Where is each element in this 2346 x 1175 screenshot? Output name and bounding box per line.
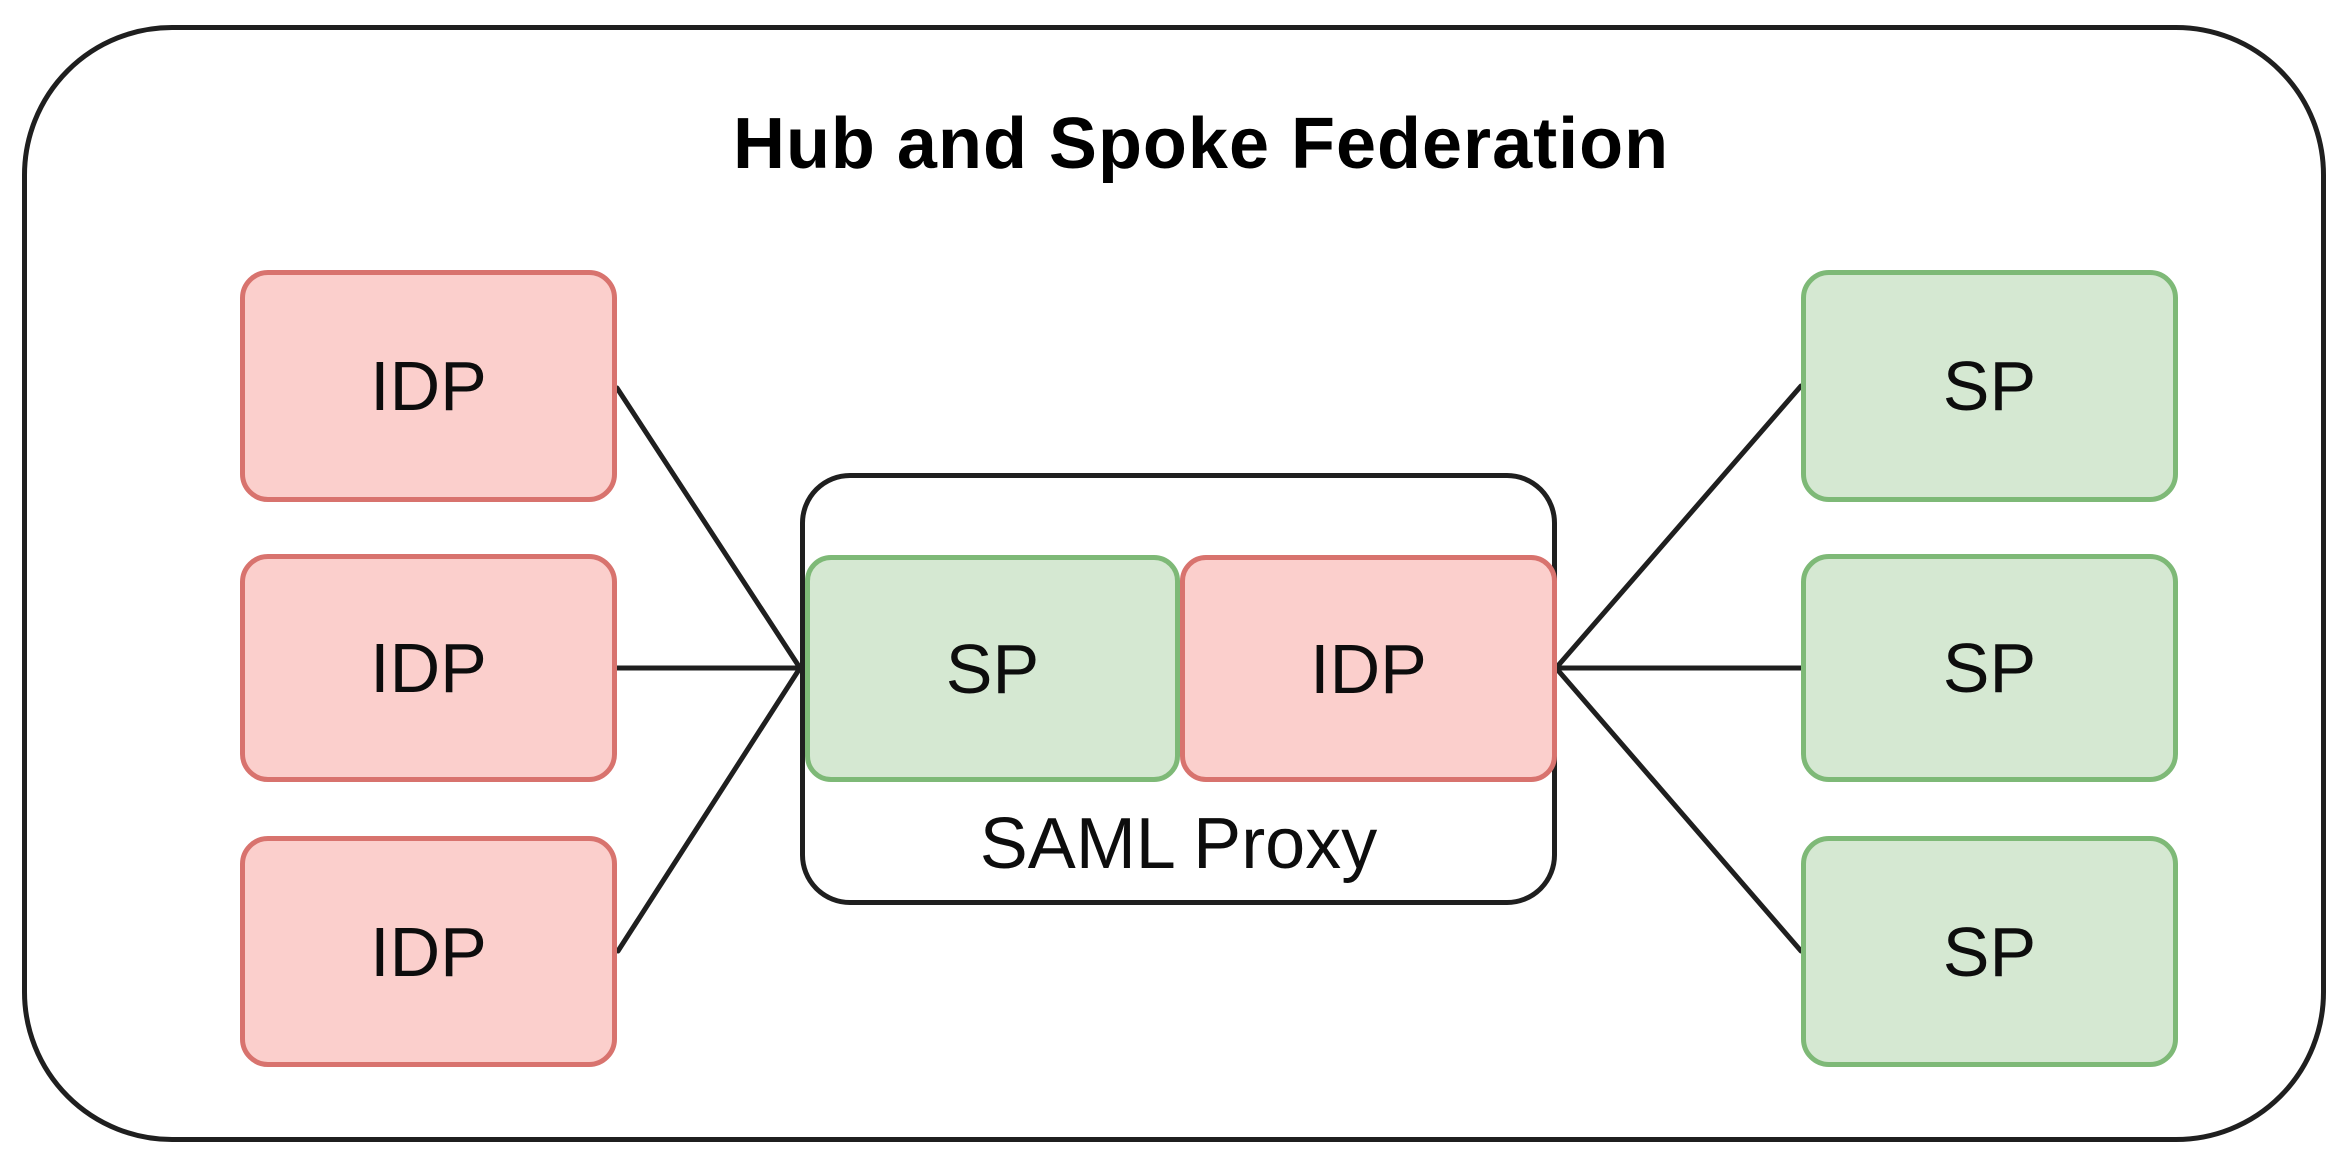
federation-boundary — [22, 25, 2326, 1142]
proxy-idp-label: IDP — [1310, 629, 1427, 708]
connector-line — [614, 385, 803, 671]
idp-node-3: IDP — [240, 836, 617, 1067]
connector-line — [1553, 383, 1804, 671]
diagram-title: Hub and Spoke Federation — [732, 104, 1670, 184]
sp-node-2: SP — [1801, 554, 2178, 782]
idp-node-1-label: IDP — [370, 347, 487, 425]
sp-node-3: SP — [1801, 836, 2178, 1067]
proxy-idp-box: IDP — [1180, 555, 1557, 782]
saml-proxy-label: SAML Proxy — [979, 803, 1378, 884]
idp-node-3-label: IDP — [370, 912, 487, 991]
sp-node-1: SP — [1801, 270, 2178, 502]
proxy-sp-box: SP — [805, 555, 1180, 782]
sp-node-1-label: SP — [1942, 347, 2037, 425]
idp-node-2: IDP — [240, 554, 617, 782]
proxy-sp-label: SP — [945, 629, 1040, 708]
sp-node-2-label: SP — [1942, 629, 2037, 707]
connector-line — [615, 665, 803, 954]
connector-line — [1553, 665, 1804, 954]
idp-node-1: IDP — [240, 270, 617, 502]
sp-node-3-label: SP — [1942, 912, 2037, 991]
idp-node-2-label: IDP — [370, 629, 487, 707]
saml-proxy-container: SP IDP SAML Proxy — [800, 473, 1557, 905]
